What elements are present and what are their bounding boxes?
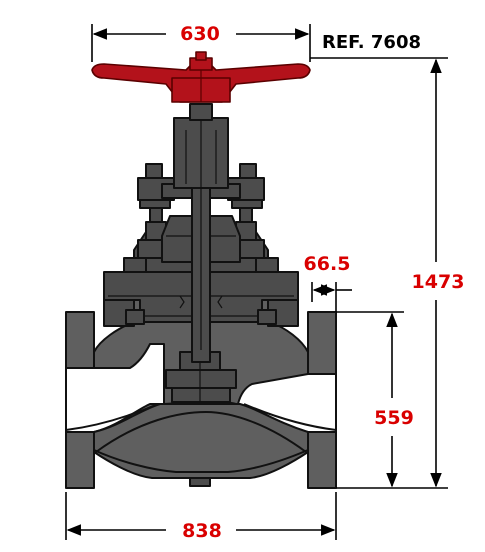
dim-overall-height: 1473	[412, 271, 465, 293]
yoke	[137, 163, 265, 263]
dim-face-to-face: 838	[182, 520, 222, 542]
valve-disc	[165, 351, 237, 403]
bonnet-flange-right-ear	[267, 299, 299, 327]
dim-handwheel-diameter: 630	[180, 23, 220, 45]
seat-curve	[95, 410, 307, 453]
drain-plug	[189, 477, 211, 487]
handwheel[interactable]	[91, 51, 311, 103]
reference-label: REF. 7608	[322, 32, 421, 53]
valve-stem	[173, 103, 229, 363]
dim-center-height: 559	[374, 407, 414, 429]
dim-flange-thickness: 66.5	[304, 253, 351, 275]
dimension-lines	[65, 24, 448, 540]
